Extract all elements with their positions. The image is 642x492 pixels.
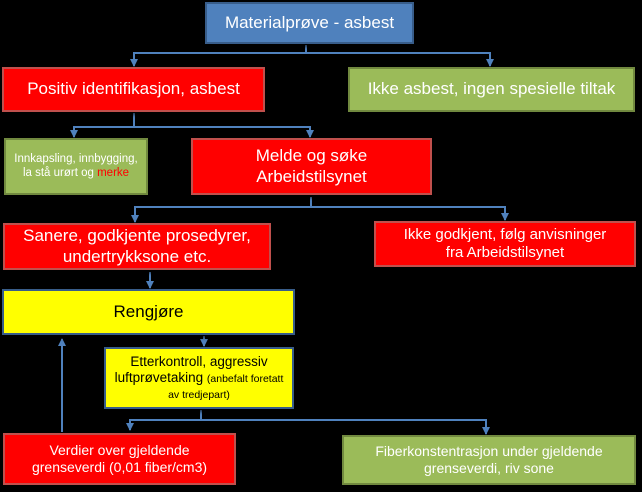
node-below-limit: Fiberkonstentrasjon under gjeldende gren… xyxy=(342,435,636,485)
node-report-authority-line1: Melde og søke xyxy=(255,146,368,166)
node-below-limit-label: Fiberkonstentrasjon under gjeldende gren… xyxy=(375,443,603,476)
node-followup-control-note: (anbefalt foretatt av tredjepart) xyxy=(168,372,284,402)
connector-report-to-not-approved xyxy=(311,206,509,221)
node-positive-identification-label: Positiv identifikasjon, asbest xyxy=(27,79,240,99)
node-not-approved-line2: fra Arbeidstilsynet xyxy=(445,244,565,261)
connector-material-to-not-asbestos xyxy=(306,52,494,67)
node-encapsulation-label: Innkapsling, innbygging, la stå urørt og… xyxy=(14,152,138,179)
node-not-approved-line1: Ikke godkjent, følg anvisninger xyxy=(403,226,607,243)
node-followup-control-label: Etterkontroll, aggressiv luftprøvetaking… xyxy=(114,353,284,402)
node-remediate-line2: undertrykksone etc. xyxy=(62,246,212,266)
node-not-approved: Ikke godkjent, følg anvisninger fra Arbe… xyxy=(374,221,636,267)
connector-followup-to-below xyxy=(201,419,490,435)
connector-material-to-positive xyxy=(130,45,307,67)
node-report-authority-line2: Arbeidstilsynet xyxy=(256,166,367,186)
node-followup-control: Etterkontroll, aggressiv luftprøvetaking… xyxy=(104,347,294,409)
node-clean-label: Rengjøre xyxy=(113,301,184,321)
mark-highlight: merke xyxy=(97,166,130,179)
connector-report-to-remediate xyxy=(131,197,312,223)
node-above-limit: Verdier over gjeldende grenseverdi (0,01… xyxy=(3,433,236,485)
connector-positive-to-encapsulate xyxy=(70,113,135,138)
node-remediate-line1: Sanere, godkjente prosedyrer, xyxy=(23,226,251,246)
node-encapsulation: Innkapsling, innbygging, la stå urørt og… xyxy=(4,138,148,195)
connector-positive-to-report xyxy=(134,126,314,138)
node-remediate: Sanere, godkjente prosedyrer, undertrykk… xyxy=(3,223,271,270)
node-not-asbestos: Ikke asbest, ingen spesielle tiltak xyxy=(348,67,635,112)
connector-followup-to-above xyxy=(126,410,202,431)
node-material-sample: Materialprøve - asbest xyxy=(205,2,414,44)
node-clean: Rengjøre xyxy=(2,289,295,335)
node-not-asbestos-label: Ikke asbest, ingen spesielle tiltak xyxy=(367,79,616,99)
node-above-limit-label: Verdier over gjeldende grenseverdi (0,01… xyxy=(31,442,208,475)
node-positive-identification: Positiv identifikasjon, asbest xyxy=(2,67,265,112)
node-material-sample-label: Materialprøve - asbest xyxy=(224,12,395,32)
node-report-authority: Melde og søke Arbeidstilsynet xyxy=(191,138,432,195)
